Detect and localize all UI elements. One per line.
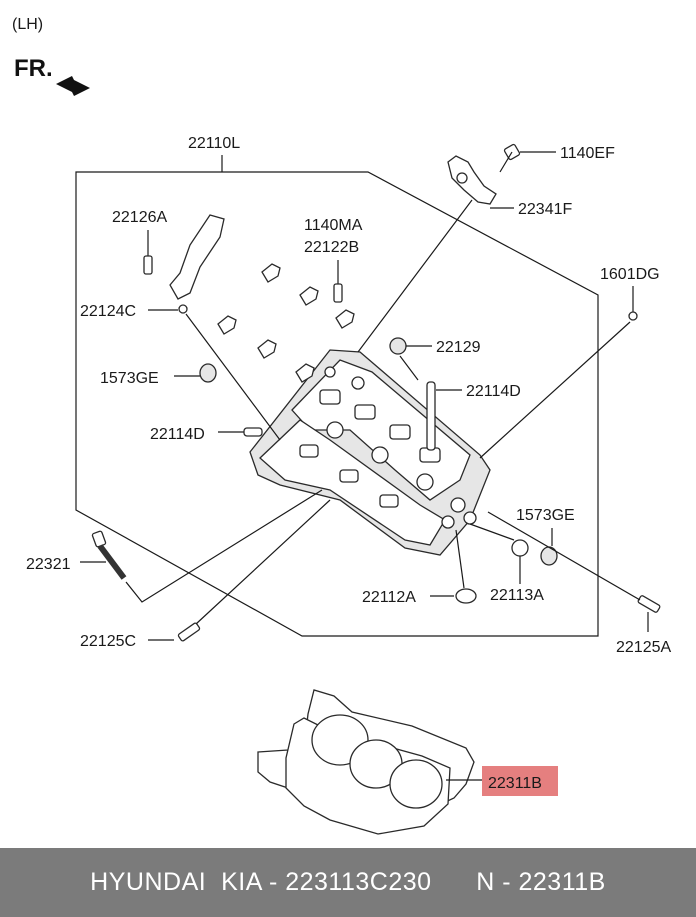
cylinder-head-diagram: (LH) FR. 22110L: [12, 16, 671, 835]
assembly-outline: [75, 171, 599, 637]
cylinder-head-block: [249, 349, 491, 556]
front-arrow-icon: [56, 76, 90, 96]
label-plug-right: 1573GE: [516, 507, 575, 524]
footer-bar: HYUNDAI KIA - 223113C230 N - 22311B: [0, 848, 696, 917]
bracket-part: [447, 155, 497, 205]
bolt-part: [499, 143, 521, 173]
dowel-right-bottom-part: [637, 595, 661, 613]
dowel-left-part: [177, 622, 201, 642]
label-gasket: 22311B: [488, 775, 542, 792]
label-dowel-right: 1601DG: [600, 266, 660, 283]
head-gasket-part: [257, 689, 475, 835]
seal-b-part: [511, 539, 529, 557]
label-bolt-top: 1140EF: [560, 145, 615, 162]
highlight-box: [482, 766, 558, 796]
label-tube-right: 22114D: [466, 383, 521, 400]
label-dowel-left: 22125C: [80, 633, 136, 650]
footer-text: HYUNDAI KIA - 223113C230 N - 22311B: [90, 868, 606, 896]
tube-right-part: [426, 381, 436, 451]
label-seal-a: 22112A: [362, 589, 416, 606]
front-label: FR.: [14, 55, 53, 82]
plug-cap-part: [389, 337, 407, 355]
plug-right-part: [540, 546, 558, 566]
label-dowel-right-bottom: 22125A: [616, 639, 671, 656]
seal-a-part: [455, 588, 477, 604]
side-label: (LH): [12, 16, 43, 33]
label-plug-cap: 22129: [436, 339, 481, 356]
label-stud-a: 1140MA: [304, 217, 363, 234]
label-assembly: 22110L: [188, 135, 240, 152]
label-head-bolt: 22321: [26, 556, 71, 573]
plug-left-part: [199, 363, 217, 383]
label-plug-left: 1573GE: [100, 370, 159, 387]
label-seal-b: 22113A: [490, 587, 544, 604]
label-bracket: 22341F: [518, 201, 572, 218]
camshaft-caps: [169, 214, 355, 383]
label-pin-left: 22124C: [80, 303, 136, 320]
label-stud-b: 22122B: [304, 239, 359, 256]
tube-left-part: [243, 427, 263, 437]
label-bolt-cap: 22126A: [112, 209, 167, 226]
head-bolt-part: [91, 530, 127, 580]
label-tube-left: 22114D: [150, 426, 205, 443]
